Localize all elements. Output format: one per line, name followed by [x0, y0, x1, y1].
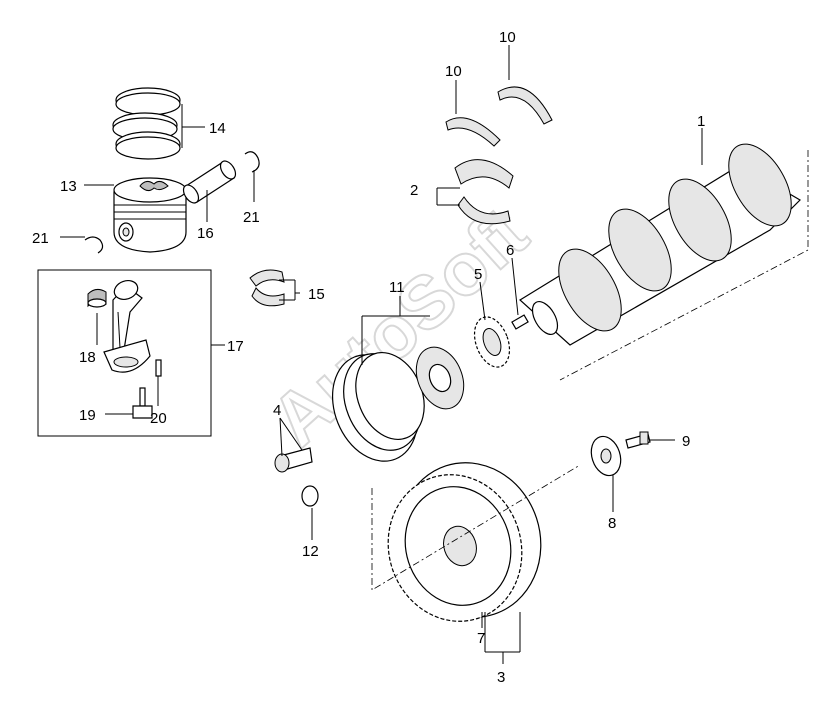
callout-16: 16 [197, 225, 214, 242]
callout-18: 18 [79, 349, 96, 366]
woodruff-key [511, 314, 529, 330]
callout-12: 12 [302, 543, 319, 560]
callout-11: 11 [389, 279, 405, 296]
callout-1: 1 [697, 113, 705, 130]
thrust-washer-lower [445, 117, 501, 147]
callout-3: 3 [497, 669, 505, 686]
crankshaft [519, 143, 801, 346]
flywheel-centerline [371, 464, 581, 591]
connecting-rod-group-box [37, 269, 212, 437]
callout-6: 6 [506, 242, 514, 259]
rod-pin [155, 359, 162, 377]
small-end-bushing [87, 288, 107, 308]
rod-bolt [132, 387, 153, 419]
callout-8: 8 [608, 515, 616, 532]
callout-13: 13 [60, 178, 77, 195]
leader-lines [60, 45, 703, 664]
callout-2: 2 [410, 182, 418, 199]
callout-21-lower: 21 [32, 230, 49, 247]
piston-rings [112, 87, 181, 160]
callout-labels: 1 2 3 4 5 6 7 8 9 10 10 11 12 13 14 15 1… [32, 29, 705, 686]
callout-15: 15 [308, 286, 325, 303]
callout-19: 19 [79, 407, 96, 424]
main-bearing-shells [454, 159, 514, 225]
flywheel [387, 462, 542, 622]
callout-4: 4 [273, 402, 281, 419]
callout-9: 9 [682, 433, 690, 450]
crank-pulley [331, 346, 465, 462]
crank-gear [473, 316, 511, 368]
crank-centerline [559, 150, 809, 381]
thrust-washer-upper [497, 86, 553, 125]
rod-bearing-shells [249, 269, 285, 307]
callout-10-upper: 10 [499, 29, 516, 46]
callout-14: 14 [209, 120, 226, 137]
piston [113, 177, 187, 253]
callout-7: 7 [477, 630, 485, 647]
pulley-bolt [274, 447, 313, 473]
callout-21-upper: 21 [243, 209, 260, 226]
callout-17: 17 [227, 338, 244, 355]
connecting-rod [103, 279, 151, 373]
callout-20: 20 [150, 410, 167, 427]
piston-pin [182, 160, 237, 204]
snap-ring-lower [84, 236, 104, 254]
pulley-washer [301, 485, 319, 507]
flange-plate [590, 435, 622, 477]
callout-10-lower: 10 [445, 63, 462, 80]
callout-5: 5 [474, 266, 482, 283]
flywheel-bolt [625, 431, 651, 449]
snap-ring-upper [244, 151, 260, 173]
